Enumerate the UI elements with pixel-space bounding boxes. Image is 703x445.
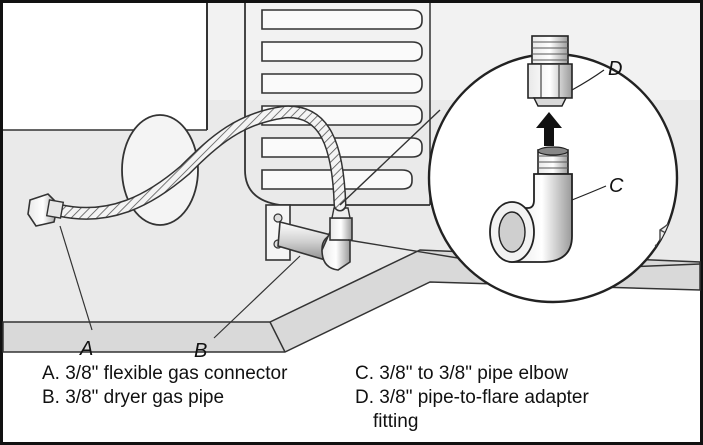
adapter-fitting-d <box>527 35 573 107</box>
callout-c: C <box>609 175 624 197</box>
pipe-elbow-c <box>489 146 573 263</box>
callout-d: D <box>608 58 622 80</box>
leader-line-b <box>213 255 301 339</box>
callout-b: B <box>194 340 207 362</box>
callout-a: A <box>79 338 93 360</box>
caption-d-line2: fitting <box>373 411 419 432</box>
magnifier-pointer-upper <box>339 109 441 206</box>
flexible-gas-connector <box>27 105 347 227</box>
leader-line-c <box>571 185 607 201</box>
dryer-elbow-fitting <box>321 207 353 271</box>
magnified-detail <box>427 35 679 304</box>
assembly-arrow-icon <box>536 112 562 146</box>
leader-line-a <box>59 225 93 331</box>
caption-d-line1: D. 3/8" pipe-to-flare adapter <box>355 387 589 408</box>
leader-line-d <box>571 69 605 91</box>
caption-a: A. 3/8" flexible gas connector <box>42 363 288 384</box>
magnifier-pointer-lower <box>347 239 471 261</box>
vent-louvers <box>261 9 423 190</box>
caption-c: C. 3/8" to 3/8" pipe elbow <box>355 363 569 384</box>
caption-b: B. 3/8" dryer gas pipe <box>42 387 225 408</box>
